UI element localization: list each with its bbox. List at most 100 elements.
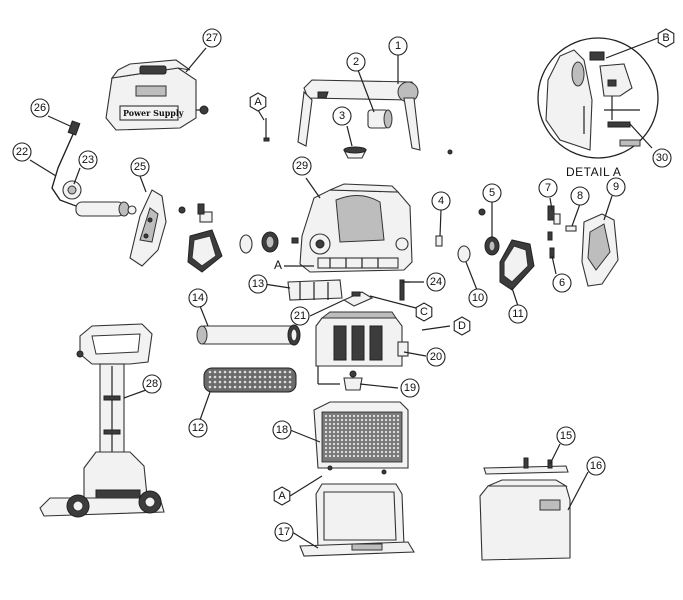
callout-number: 2 [353, 56, 359, 68]
callout-circle [552, 273, 572, 293]
motor-unit [315, 311, 409, 391]
callout-21: 21 [290, 306, 310, 326]
callout-circle [292, 156, 312, 176]
callout-13: 13 [248, 274, 268, 294]
callout-circle [346, 52, 366, 72]
callout-circle [426, 272, 446, 292]
callout-16: 16 [586, 456, 606, 476]
callout-d: D [453, 316, 471, 336]
callout-b: B [657, 28, 675, 48]
callout-hexagon [249, 92, 267, 112]
callout-15: 15 [556, 426, 576, 446]
callout-26: 26 [30, 98, 50, 118]
callout-hexagon [273, 486, 291, 506]
callout-circle [202, 28, 222, 48]
callout-number: 24 [430, 276, 442, 288]
callout-number: 4 [438, 195, 444, 207]
callout-6: 6 [552, 273, 572, 293]
callout-number: 18 [276, 424, 288, 436]
callout-number: A [278, 490, 286, 502]
callout-circle [400, 378, 420, 398]
callout-12: 12 [188, 418, 208, 438]
callout-circle [78, 150, 98, 170]
callout-circle [188, 418, 208, 438]
callout-circle [130, 157, 150, 177]
callout-23: 23 [78, 150, 98, 170]
callout-number: 9 [613, 181, 619, 193]
callout-20: 20 [426, 347, 446, 367]
callout-28: 28 [142, 374, 162, 394]
callout-circle [538, 178, 558, 198]
callout-hexagon [657, 28, 675, 48]
callout-30: 30 [652, 148, 672, 168]
callout-2: 2 [346, 52, 366, 72]
callout-circle [606, 177, 626, 197]
callout-a: A [249, 92, 267, 112]
main-body [299, 183, 413, 273]
callout-number: C [420, 306, 428, 318]
callout-number: 3 [339, 110, 345, 122]
callout-number: 14 [192, 292, 204, 304]
left-side-panel [129, 189, 186, 267]
callout-5: 5 [482, 183, 502, 203]
callout-circle [388, 36, 408, 56]
callout-number: 5 [489, 187, 495, 199]
callout-circle [290, 306, 310, 326]
callout-number: 20 [430, 351, 442, 363]
callout-7: 7 [538, 178, 558, 198]
callout-circle [332, 106, 352, 126]
callout-circle [274, 522, 294, 542]
right-small-parts [435, 208, 500, 263]
callout-hexagon [453, 316, 471, 336]
callout-1: 1 [388, 36, 408, 56]
callout-a: A [273, 486, 291, 506]
right-drive-track [499, 239, 535, 291]
callout-17: 17 [274, 522, 294, 542]
callout-number: 29 [296, 160, 308, 172]
callout-number: A [254, 96, 262, 108]
callout-9: 9 [606, 177, 626, 197]
caddy-cart [39, 323, 165, 518]
callout-22: 22 [12, 142, 32, 162]
brush-roller [203, 367, 297, 393]
callout-number: 23 [82, 154, 94, 166]
callout-18: 18 [272, 420, 292, 440]
swivel-cable [51, 120, 137, 217]
callout-number: 11 [512, 308, 523, 320]
pin-a [263, 118, 270, 142]
right-side-panel [547, 205, 619, 287]
callout-number: 19 [404, 382, 416, 394]
detail-caption: DETAIL A [566, 165, 621, 179]
callout-4: 4 [431, 191, 451, 211]
callout-circle [431, 191, 451, 211]
callout-number: 22 [16, 146, 28, 158]
callout-number: 28 [146, 378, 158, 390]
callout-circle [12, 142, 32, 162]
callout-14: 14 [188, 288, 208, 308]
callout-circle [508, 304, 528, 324]
callout-10: 10 [468, 288, 488, 308]
callout-circle [30, 98, 50, 118]
callout-number: 6 [559, 277, 565, 289]
callout-number: 26 [34, 102, 46, 114]
callout-circle [248, 274, 268, 294]
callout-number: 17 [278, 526, 290, 538]
callout-11: 11 [508, 304, 528, 324]
callout-number: 8 [577, 190, 583, 202]
callout-number: 12 [192, 422, 204, 434]
filter-basket [313, 401, 409, 475]
lower-tray [299, 483, 415, 557]
caddy-box [479, 457, 571, 561]
left-drive-assembly [187, 203, 299, 273]
callout-27: 27 [202, 28, 222, 48]
handle-assembly [297, 79, 453, 159]
callout-circle [468, 288, 488, 308]
callout-circle [272, 420, 292, 440]
callout-circle [426, 347, 446, 367]
callout-circle [586, 456, 606, 476]
callout-number: 16 [590, 460, 602, 472]
callout-8: 8 [570, 186, 590, 206]
callout-circle [482, 183, 502, 203]
callout-circle [570, 186, 590, 206]
callout-c: C [415, 302, 433, 322]
